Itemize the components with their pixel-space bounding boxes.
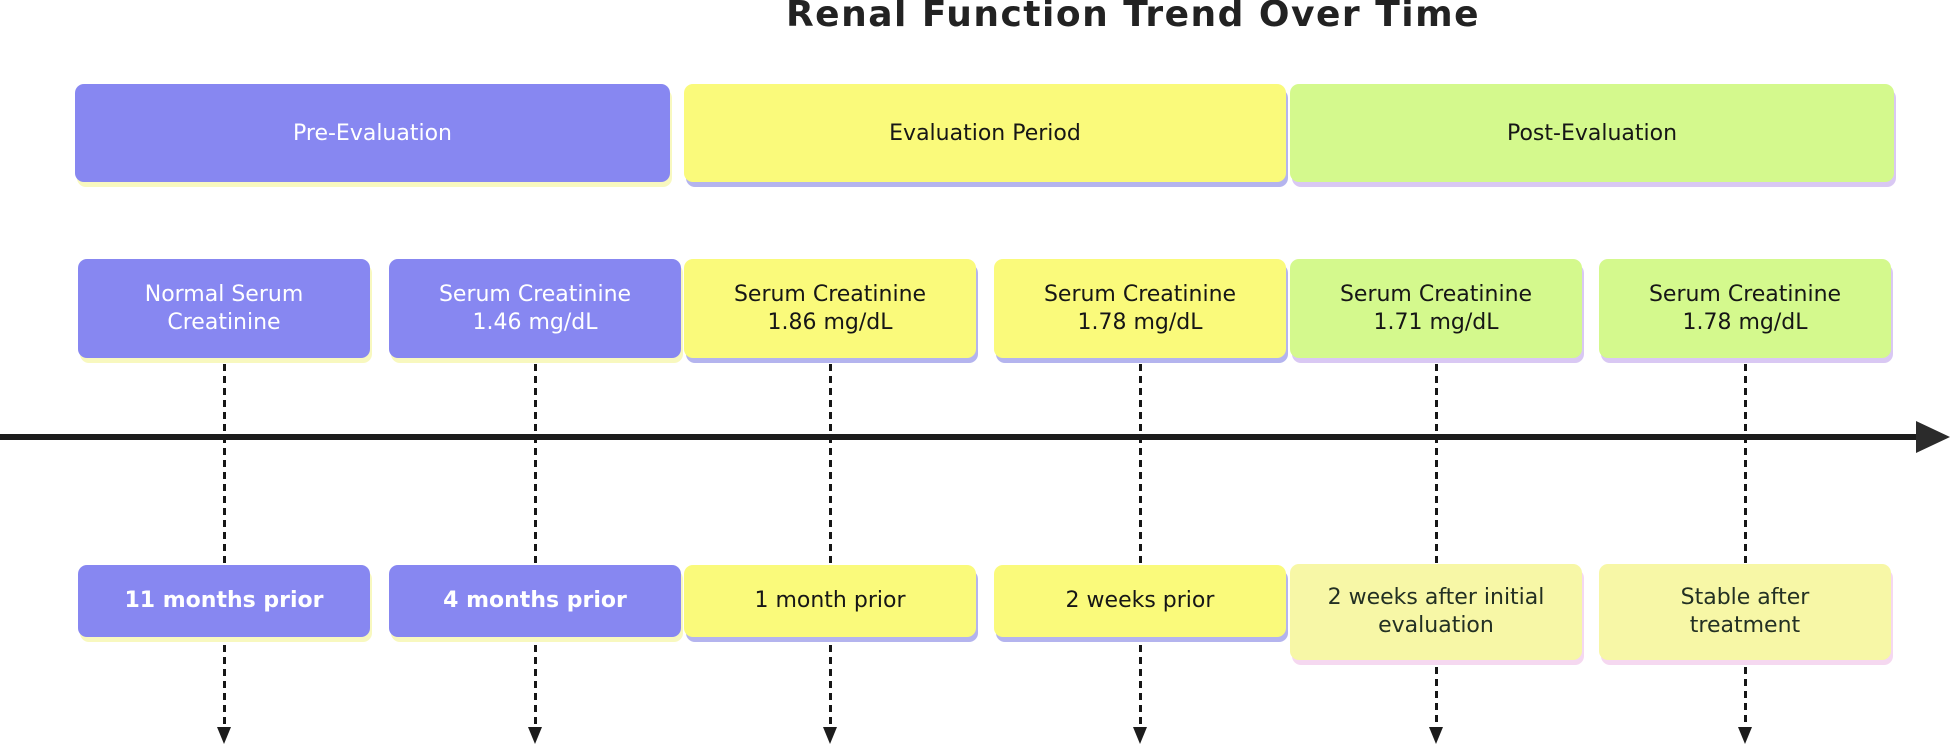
phase-label: Post-Evaluation bbox=[1506, 120, 1678, 146]
time-label: Stable after treatment bbox=[1599, 564, 1891, 660]
event-box: Serum Creatinine 1.46 mg/dL bbox=[389, 259, 681, 358]
event-box: Serum Creatinine 1.78 mg/dL bbox=[1599, 259, 1891, 358]
time-label: 2 weeks prior bbox=[994, 565, 1286, 637]
time-label: 2 weeks after initial evaluation bbox=[1290, 564, 1582, 660]
dashed-connector bbox=[533, 645, 537, 727]
down-arrowhead-icon bbox=[1133, 727, 1147, 744]
phase-header-post-evaluation: Post-Evaluation bbox=[1290, 84, 1894, 182]
down-arrowhead-icon bbox=[528, 727, 542, 744]
time-label: 4 months prior bbox=[389, 565, 681, 637]
dashed-connector bbox=[828, 645, 832, 727]
timeline-axis bbox=[0, 434, 1918, 440]
down-arrowhead-icon bbox=[1738, 727, 1752, 744]
dashed-connector bbox=[1138, 645, 1142, 727]
time-label: 11 months prior bbox=[78, 565, 370, 637]
phase-header-evaluation-period: Evaluation Period bbox=[684, 84, 1286, 182]
event-box: Serum Creatinine 1.71 mg/dL bbox=[1290, 259, 1582, 358]
down-arrowhead-icon bbox=[217, 727, 231, 744]
event-box: Serum Creatinine 1.86 mg/dL bbox=[684, 259, 976, 358]
phase-header-pre-evaluation: Pre-Evaluation bbox=[75, 84, 670, 182]
dashed-connector bbox=[1743, 364, 1747, 564]
phase-label: Evaluation Period bbox=[889, 120, 1081, 146]
time-label: 1 month prior bbox=[684, 565, 976, 637]
phase-label: Pre-Evaluation bbox=[293, 120, 452, 146]
diagram-title: Renal Function Trend Over Time bbox=[785, 0, 1481, 35]
dashed-connector bbox=[1743, 667, 1747, 727]
event-box: Serum Creatinine 1.78 mg/dL bbox=[994, 259, 1286, 358]
event-box: Normal Serum Creatinine bbox=[78, 259, 370, 358]
down-arrowhead-icon bbox=[1429, 727, 1443, 744]
dashed-connector bbox=[222, 645, 226, 727]
dashed-connector bbox=[222, 364, 226, 564]
dashed-connector bbox=[828, 364, 832, 564]
dashed-connector bbox=[533, 364, 537, 564]
down-arrowhead-icon bbox=[823, 727, 837, 744]
dashed-connector bbox=[1434, 364, 1438, 564]
timeline-arrowhead-icon bbox=[1916, 421, 1950, 453]
dashed-connector bbox=[1138, 364, 1142, 564]
dashed-connector bbox=[1434, 667, 1438, 727]
